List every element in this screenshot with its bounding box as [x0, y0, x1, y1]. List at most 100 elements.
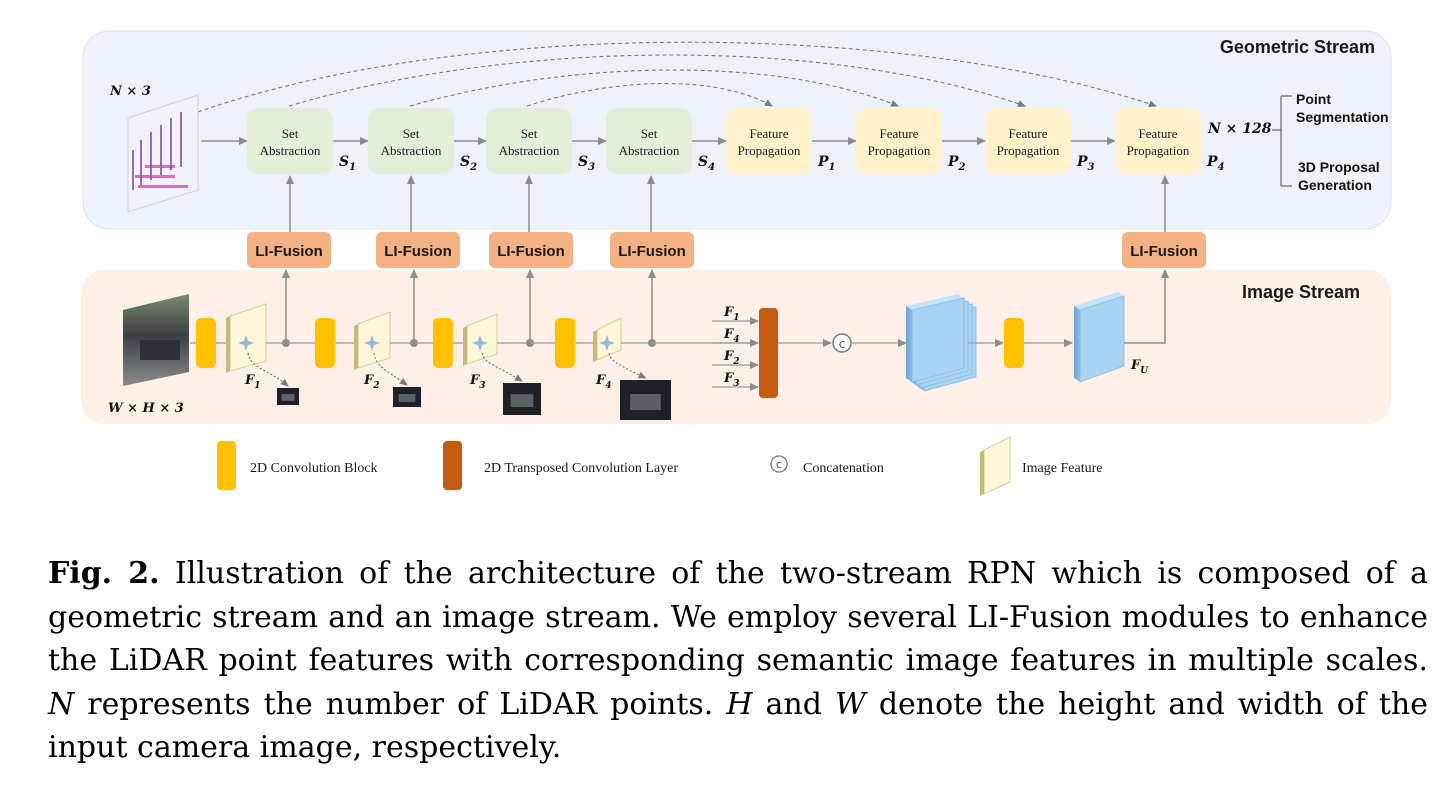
geometric-output-size: N × 128 — [1207, 121, 1272, 137]
li-fusion-label: LI-Fusion — [618, 243, 686, 260]
legend-image-feature-swatch — [983, 436, 1011, 495]
image-stream-panel — [81, 270, 1391, 424]
geometric-stream-title: Geometric Stream — [1220, 37, 1375, 57]
transposed-input-label-2: F4 — [723, 327, 740, 345]
legend-image-feature-label: Image Feature — [1022, 461, 1102, 476]
feature-propagation-block-4 — [1115, 108, 1201, 174]
image-feature-edge — [226, 316, 230, 373]
feature-projection-arrow — [373, 352, 408, 386]
feature-label-4: F4 — [595, 373, 612, 391]
feature-propagation-block-2 — [856, 108, 942, 174]
set-abstraction-block-2 — [368, 108, 454, 174]
skip-connections — [197, 41, 1157, 113]
caption-var-h: H — [726, 686, 753, 722]
legend-concatenation-label: Concatenation — [803, 461, 884, 476]
transposed-input-label-4: F3 — [723, 371, 740, 389]
feature-projection-arrow — [481, 352, 523, 382]
figure-caption: Fig. 2. Illustration of the architecture… — [48, 552, 1428, 770]
transposed-conv-layer — [759, 308, 778, 398]
conv-block-4 — [555, 318, 575, 368]
sparkle-icon — [364, 335, 380, 351]
fused-feature-label: FU — [1130, 358, 1149, 376]
transposed-input-label-3: F2 — [723, 349, 740, 367]
car-silhouette — [398, 394, 416, 402]
fused-feature-side — [1074, 306, 1080, 382]
image-to-fusion-arrow — [1124, 269, 1169, 344]
image-feature-edge — [354, 324, 358, 370]
sparkle-icon — [472, 335, 488, 351]
feature-label-1: F1 — [244, 373, 261, 391]
li-fusion-module-4 — [610, 232, 694, 268]
car-silhouette — [281, 393, 295, 401]
caption-var-w: W — [834, 686, 866, 722]
point-cloud-input: N × 3 — [109, 84, 199, 213]
concatenated-feature-map — [911, 297, 965, 383]
conv-block-final — [1004, 318, 1024, 368]
li-fusion-module-3 — [489, 232, 573, 268]
set-abstraction-output-4: S4 — [698, 154, 715, 173]
legend-conv-swatch — [217, 441, 236, 490]
set-abstraction-block-1 — [247, 108, 333, 174]
caption-text-1: Illustration of the architecture of the … — [48, 556, 1428, 678]
feature-projection-arrow — [247, 352, 289, 387]
li-fusion-label: LI-Fusion — [384, 243, 452, 260]
feature-label-2: F2 — [363, 373, 380, 391]
image-feature-edge — [593, 330, 597, 362]
feature-propagation-output-1: P1 — [817, 154, 836, 173]
caption-label: Fig. 2. — [48, 556, 160, 591]
feature-propagation-block-1 — [726, 108, 812, 174]
concatenation-symbol: c — [839, 337, 846, 351]
set-abstraction-output-2: S2 — [460, 154, 477, 173]
image-feature-1 — [229, 303, 267, 372]
conv-block-2 — [315, 318, 335, 368]
legend-transposed-label: 2D Transposed Convolution Layer — [484, 461, 678, 476]
legend-concatenation-icon — [770, 455, 788, 473]
transposed-input-label-1: F1 — [723, 305, 740, 323]
image-input-label: W × H × 3 — [108, 401, 184, 416]
feature-projection-arrow — [608, 352, 647, 379]
set-abstraction-block-3 — [486, 108, 572, 174]
concat-feature-side — [906, 306, 912, 382]
caption-text-4: denote the height and width of the input… — [48, 686, 1429, 766]
feature-propagation-output-4: P4 — [1206, 154, 1225, 173]
sparkle-icon — [238, 335, 254, 351]
li-fusion-module-2 — [376, 232, 460, 268]
legend-transposed-swatch — [443, 441, 462, 490]
image-stream-title: Image Stream — [1242, 282, 1360, 302]
legend-image-feature-edge — [980, 450, 984, 496]
feature-propagation-block-3 — [985, 108, 1071, 174]
li-fusion-module-1 — [247, 232, 331, 268]
legend-concatenation-symbol: c — [776, 458, 782, 471]
concat-feature-top — [906, 294, 964, 310]
feature-propagation-output-2: P2 — [947, 154, 966, 173]
caption-text-3: and — [752, 686, 835, 722]
car-silhouette — [140, 340, 180, 360]
li-fusion-label: LI-Fusion — [255, 243, 323, 260]
li-fusion-module-5 — [1122, 232, 1206, 268]
set-abstraction-output-1: S1 — [339, 154, 356, 173]
conv-block-1 — [196, 318, 216, 368]
fused-feature-map — [1079, 295, 1125, 383]
li-fusion-label: LI-Fusion — [1130, 243, 1198, 260]
car-silhouette — [510, 394, 534, 407]
feature-label-3: F3 — [469, 373, 486, 391]
caption-var-n: N — [48, 686, 75, 722]
fused-feature-top — [1074, 292, 1124, 310]
caption-text-2: represents the number of LiDAR points. — [74, 686, 727, 722]
conv-block-3 — [433, 318, 453, 368]
point-cloud-input-label: N × 3 — [109, 84, 151, 99]
image-feature-edge — [463, 326, 467, 366]
output-branch — [1272, 95, 1292, 187]
set-abstraction-output-3: S3 — [578, 154, 595, 173]
